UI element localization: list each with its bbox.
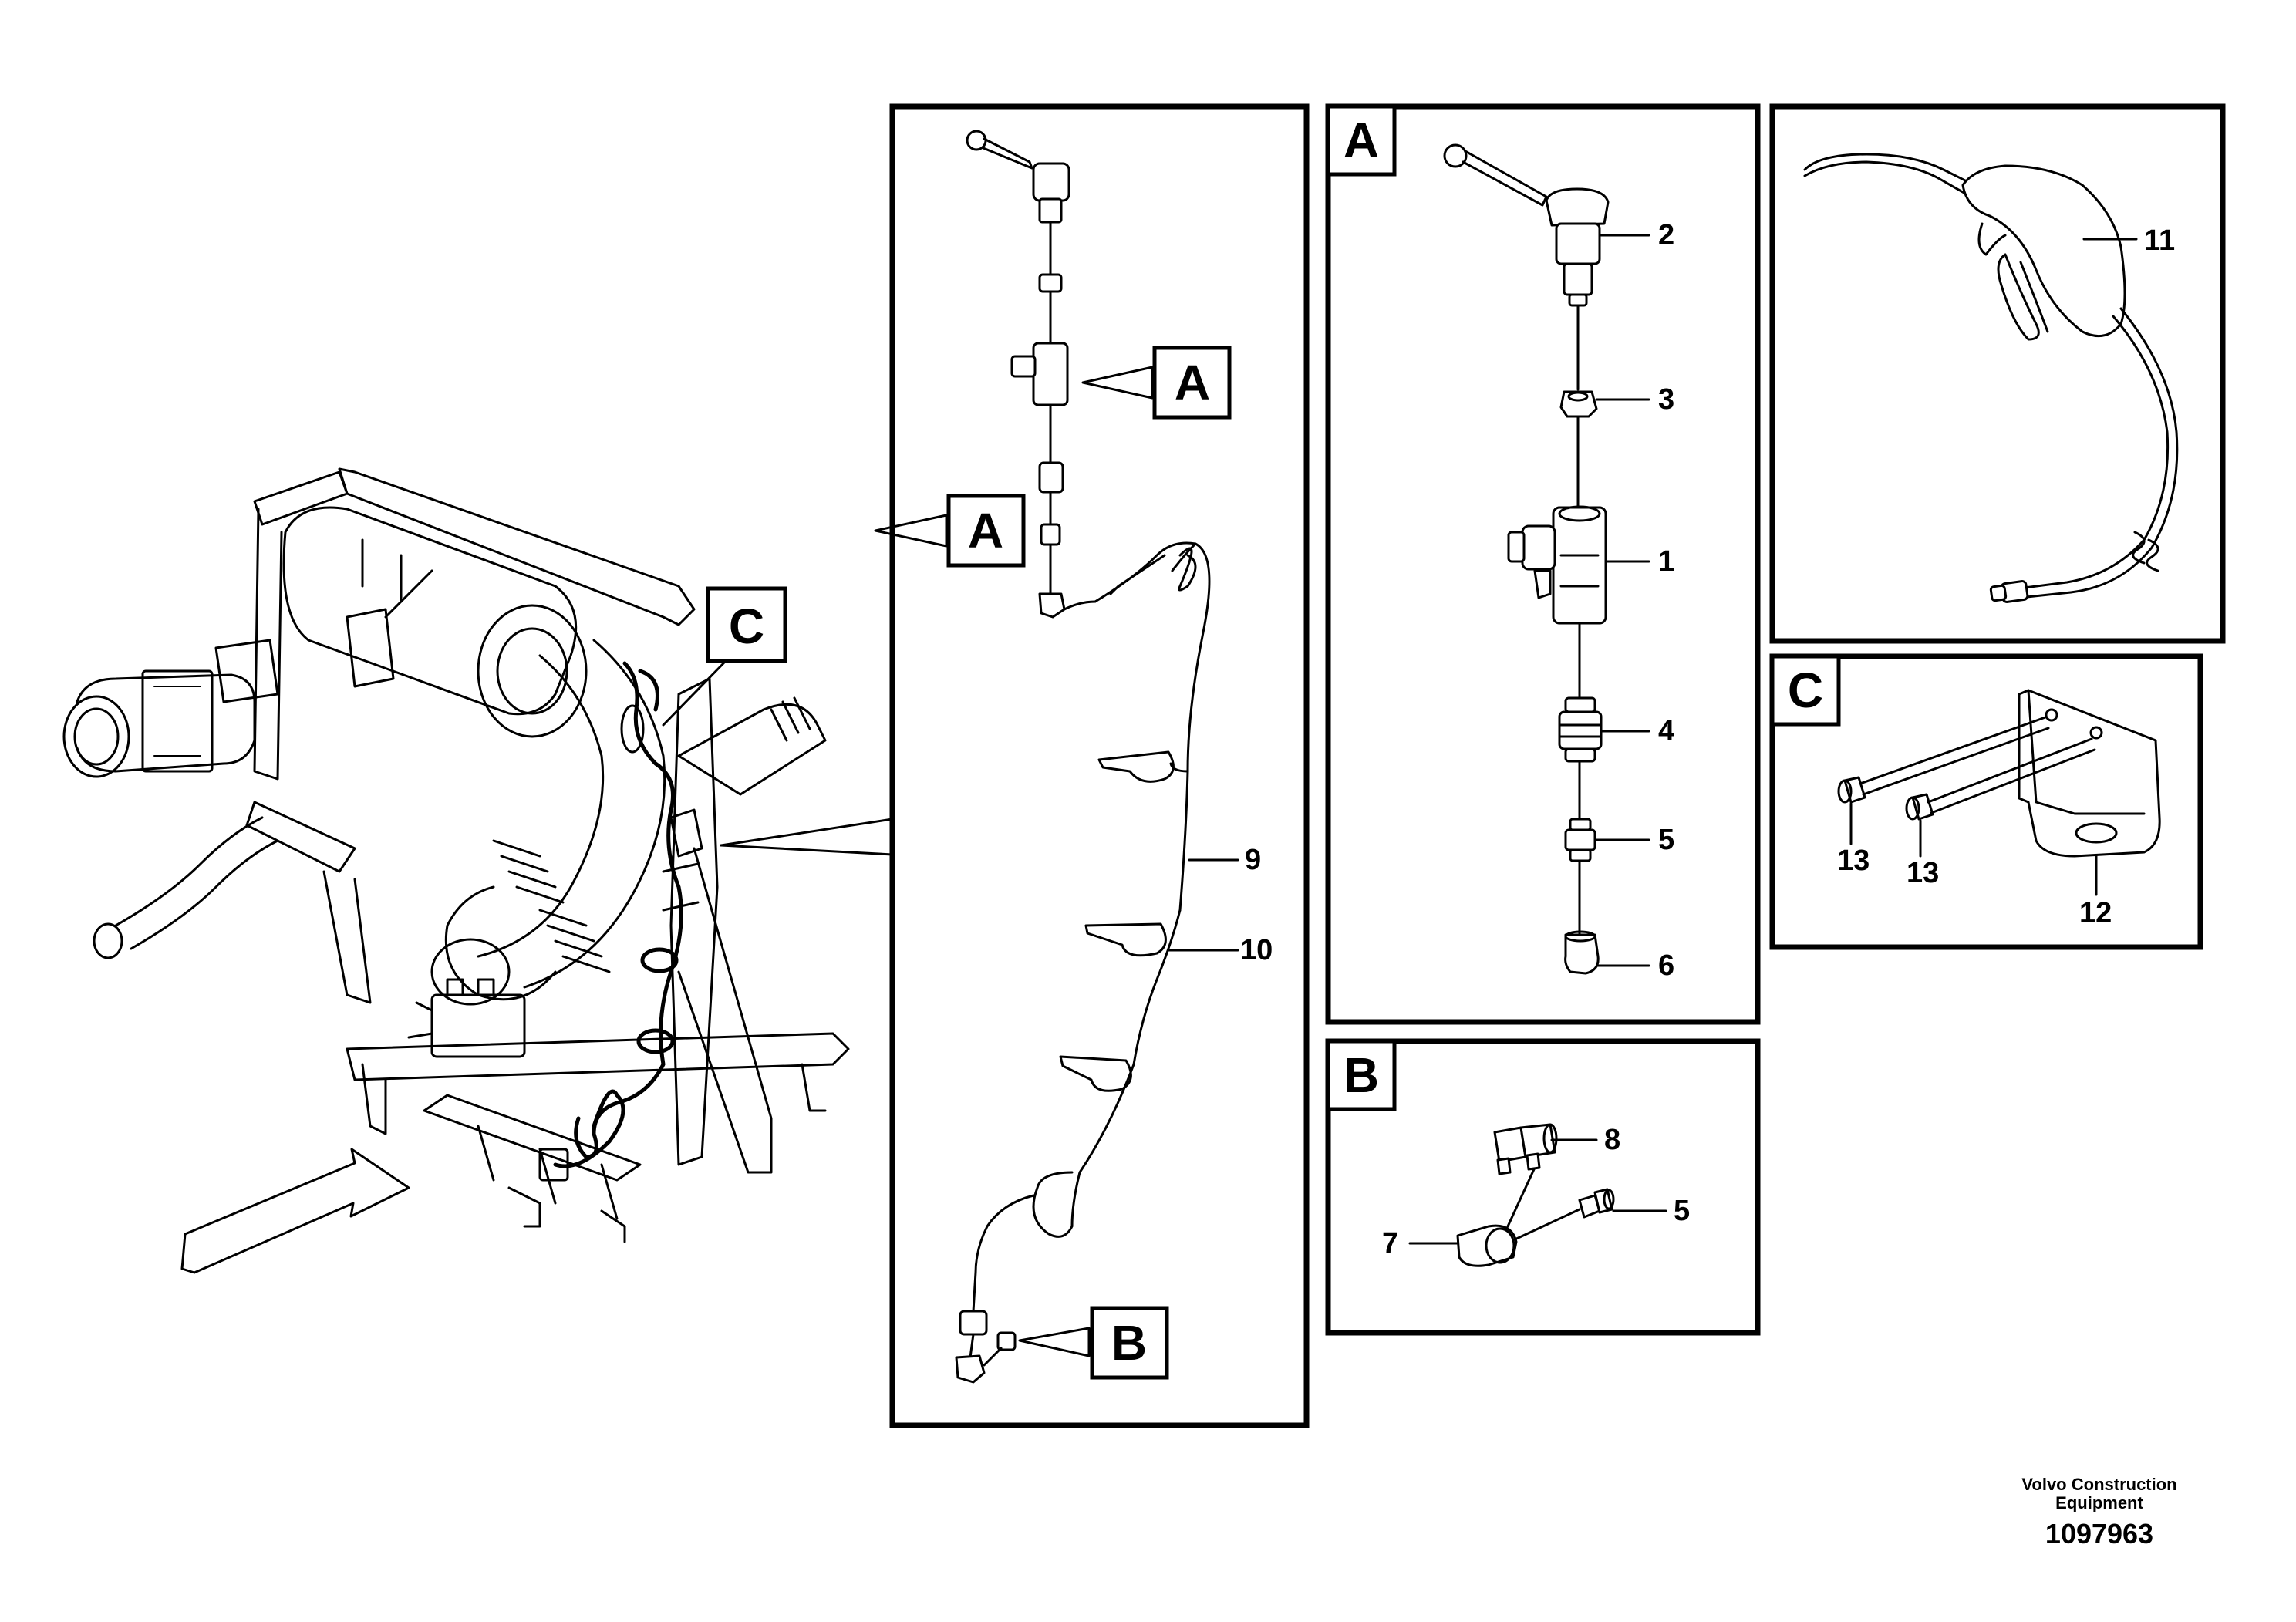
part-number-p8: 8 — [1604, 1124, 1620, 1156]
callout-tag-main_c: C — [729, 599, 764, 654]
part-number-p1: 1 — [1658, 545, 1674, 578]
main-harness-panel: A B A 9 10 — [874, 103, 1310, 1428]
callout-tag-panel_a: A — [1344, 113, 1379, 168]
overview-callout-c: C — [662, 586, 787, 727]
callout-tag-main_b: B — [1111, 1315, 1147, 1371]
part-number-p5: 5 — [1658, 824, 1674, 856]
overview-to-panel-leader — [720, 818, 894, 856]
drawing-number: 1097963 — [2045, 1518, 2153, 1549]
part-number-p11: 11 — [2144, 224, 2175, 257]
detail-panel-a: A 2 3 — [1325, 103, 1761, 1025]
part-number-p10: 10 — [1240, 934, 1273, 966]
machine-overview — [62, 467, 850, 1243]
part-number-p6: 6 — [1658, 949, 1674, 982]
part-number-p5b: 5 — [1674, 1195, 1690, 1227]
detail-panel-b: B 8 5 7 — [1325, 1038, 1761, 1336]
company-name-line1: Volvo Construction — [2021, 1475, 2176, 1494]
part-number-p13b: 13 — [1907, 857, 1939, 889]
part-number-p3: 3 — [1658, 383, 1674, 416]
part-number-p9: 9 — [1245, 844, 1261, 876]
part-number-p2: 2 — [1658, 219, 1674, 251]
callout-tag-main_a_side: A — [1175, 355, 1210, 410]
part-number-p4: 4 — [1658, 715, 1674, 747]
forward-direction-arrow — [180, 1148, 410, 1274]
part-number-p13a: 13 — [1837, 845, 1870, 877]
part-number-p12: 12 — [2079, 897, 2112, 929]
callout-tag-panel_c: C — [1788, 663, 1823, 718]
callout-tag-main_a: A — [968, 503, 1003, 558]
detail-panel-c: C 13 13 12 — [1769, 653, 2203, 950]
drawing-footer: Volvo Construction Equipment 1097963 — [2021, 1475, 2176, 1549]
company-name-line2: Equipment — [2055, 1493, 2143, 1512]
part-number-p7: 7 — [1382, 1227, 1398, 1259]
callout-tag-panel_b: B — [1344, 1047, 1379, 1103]
detail-panel-nozzle: 11 — [1769, 103, 2226, 644]
